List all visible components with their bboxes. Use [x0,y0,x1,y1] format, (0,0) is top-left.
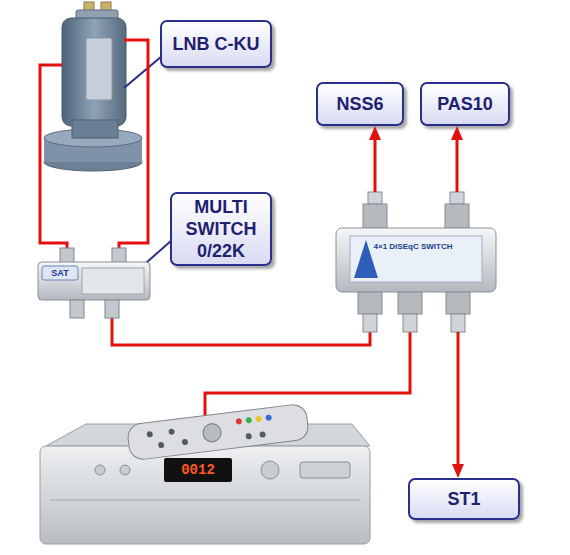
multiswitch-sticker [82,268,144,294]
remote-button [245,433,252,440]
f-port [451,314,465,332]
signal-arrow [456,136,459,192]
remote-body [126,403,309,461]
lnb-sticker [86,38,112,100]
brand-logo [42,266,78,280]
remote-button [182,439,189,446]
callout-box: MULTI SWITCH 0/22K [170,192,272,266]
remote-button [158,442,165,449]
callout-box: PAS10 [420,82,510,126]
receiver-knob [261,461,279,479]
multiswitch-body [38,262,150,300]
remote-button [265,414,272,421]
receiver-slot [300,462,350,478]
remote-dpad [202,423,222,443]
f-port [445,204,469,228]
f-port [363,314,377,332]
f-port [70,300,84,318]
f-port [446,292,470,314]
remote-control [126,403,309,461]
node-text: 4×1 DiSEqC SWITCH [351,242,475,252]
coax-cable [119,40,148,250]
f-port [403,314,417,332]
receiver-trim [50,500,360,501]
brand-name: SAT [42,268,78,278]
signal-arrow [374,136,377,192]
f-port [450,192,464,204]
diseqc-switch: 4×1 DiSEqC SWITCH [333,192,498,332]
lnb-body [62,18,126,126]
node-text: LNB C-KU [173,33,260,55]
node-text: NSS6 [336,93,383,115]
remote-button [245,417,252,424]
remote-button [255,416,262,423]
receiver-body [40,446,370,544]
f-port [105,300,119,318]
node-text: MULTI SWITCH 0/22K [174,196,268,262]
node-text: ST1 [447,488,480,510]
f-port [358,292,382,314]
display-readout: 0012 [164,461,232,479]
f-port [368,192,382,204]
callout-box: NSS6 [316,82,404,126]
remote-button [259,431,266,438]
receiver-display [164,458,232,482]
leader-line [124,56,162,88]
node-text: PAS10 [437,93,493,115]
remote-button [146,431,153,438]
receiver-button [95,465,105,475]
lnb-neck [72,120,118,138]
signal-arrow [457,332,460,468]
callout-box: LNB C-KU [160,20,272,68]
receiver-button [120,465,130,475]
coax-cable [40,65,67,250]
remote-button [168,428,175,435]
coax-cable [112,318,370,345]
remote-button [236,418,243,425]
callout-box: ST1 [408,478,520,520]
diseqc-body [336,228,496,292]
diseqc-sticker [350,236,482,282]
f-port [398,292,422,314]
f-port [363,204,387,228]
